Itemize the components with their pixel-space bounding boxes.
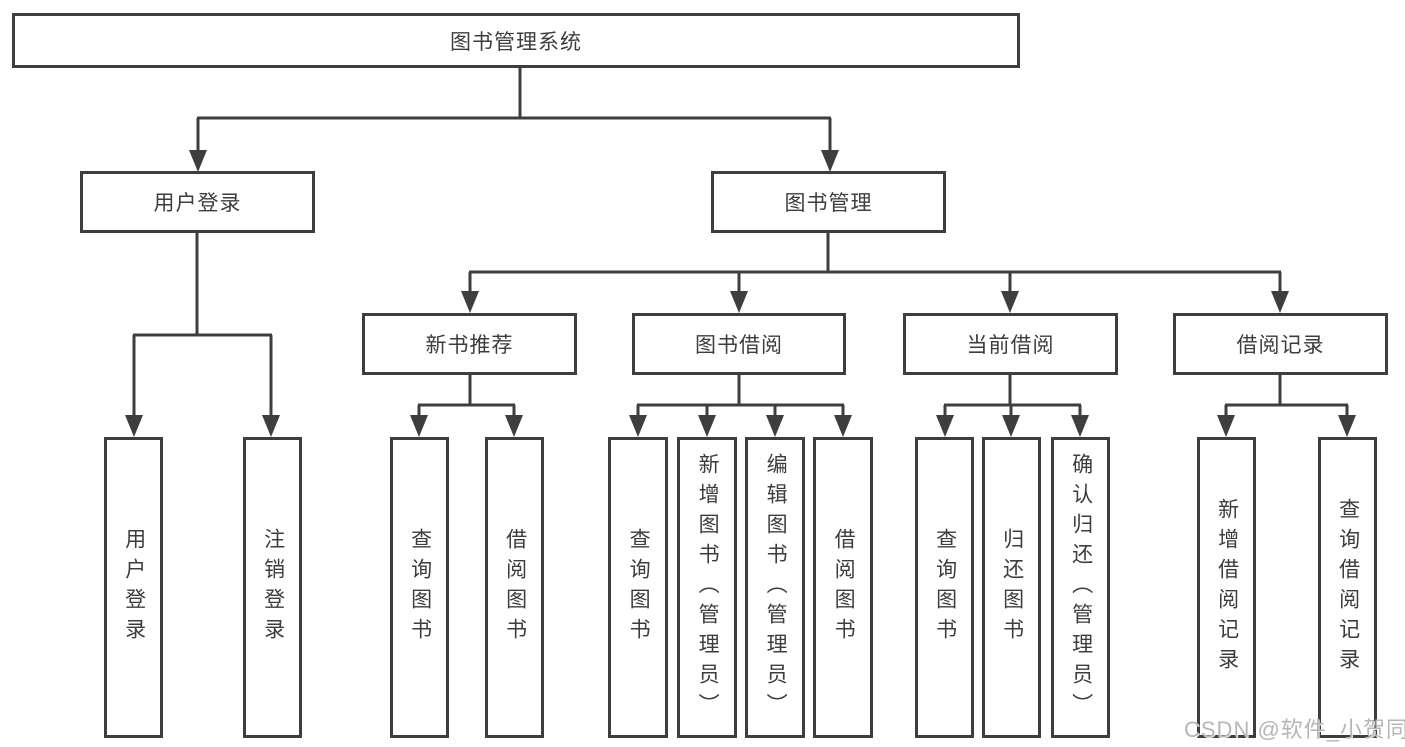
leaf-query-books-borrowing: 查询图书 <box>608 437 668 738</box>
leaf-borrow-books-borrowing: 借阅图书 <box>813 437 873 738</box>
leaf-add-books-admin: 新增图书（管理员） <box>677 437 737 738</box>
leaf-logout-login: 注销登录 <box>243 437 302 738</box>
leaf-edit-books-admin: 编辑图书（管理员） <box>745 437 805 738</box>
leaf-label: 查询借阅记录 <box>1336 497 1360 678</box>
leaf-label: 查询图书 <box>408 527 432 648</box>
leaf-query-books-current: 查询图书 <box>915 437 974 738</box>
leaf-label: 新增图书（管理员） <box>696 452 720 723</box>
leaf-label: 新增借阅记录 <box>1215 497 1239 678</box>
leaf-label: 用户登录 <box>122 527 146 648</box>
leaf-label: 注销登录 <box>261 527 285 648</box>
leaf-return-books: 归还图书 <box>982 437 1041 738</box>
leaf-label: 查询图书 <box>933 527 957 648</box>
node-user-login: 用户登录 <box>80 171 315 233</box>
leaf-label: 借阅图书 <box>832 527 856 648</box>
leaf-label: 确认归还（管理员） <box>1069 452 1093 723</box>
node-library-management-system: 图书管理系统 <box>12 13 1020 68</box>
leaf-add-borrow-record: 新增借阅记录 <box>1197 437 1256 738</box>
node-book-borrowing: 图书借阅 <box>632 313 846 375</box>
node-borrowing-records: 借阅记录 <box>1173 313 1388 375</box>
leaf-label: 借阅图书 <box>503 527 527 648</box>
leaf-borrow-books-recommend: 借阅图书 <box>485 437 544 738</box>
leaf-label: 归还图书 <box>1000 527 1024 648</box>
leaf-query-borrow-record: 查询借阅记录 <box>1318 437 1377 738</box>
leaf-query-books-recommend: 查询图书 <box>390 437 449 738</box>
node-book-management: 图书管理 <box>711 171 946 233</box>
leaf-confirm-return-admin: 确认归还（管理员） <box>1051 437 1110 738</box>
node-current-borrowing: 当前借阅 <box>903 313 1118 375</box>
leaf-label: 查询图书 <box>627 527 651 648</box>
arrowheads <box>125 150 1356 437</box>
leaf-label: 编辑图书（管理员） <box>764 452 788 723</box>
node-new-book-recommendation: 新书推荐 <box>362 313 577 375</box>
leaf-user-login: 用户登录 <box>104 437 163 738</box>
csdn-watermark: CSDN @软件_小贺同学 <box>1184 717 1405 742</box>
